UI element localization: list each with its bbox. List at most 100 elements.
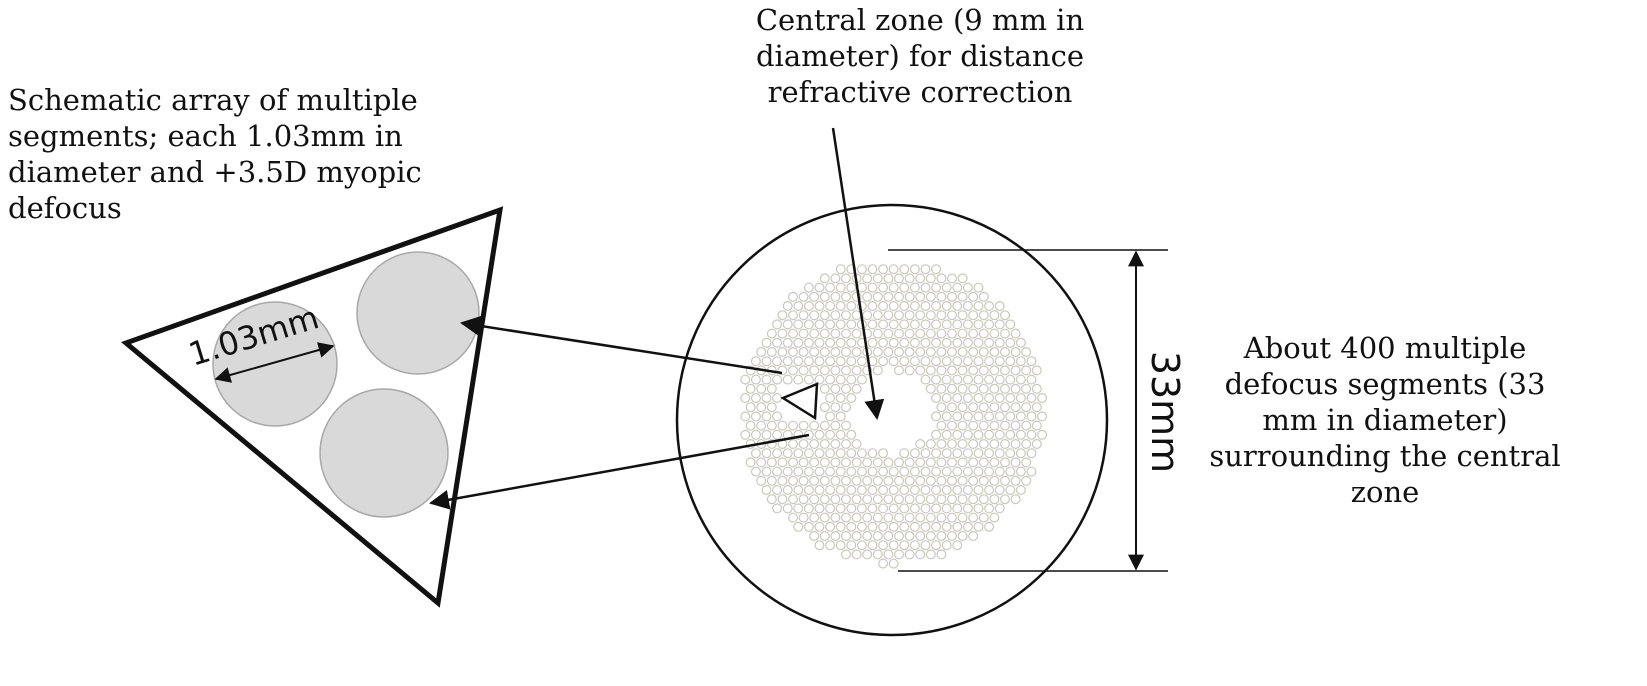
defocus-lenslet <box>883 273 894 284</box>
defocus-lenslet <box>825 356 836 367</box>
defocus-lenslet <box>766 494 777 505</box>
defocus-lenslet <box>793 301 804 312</box>
defocus-lenslet <box>809 310 820 321</box>
defocus-lenslet <box>973 319 984 330</box>
defocus-lenslet <box>946 494 957 505</box>
defocus-lenslet <box>904 310 915 321</box>
defocus-lenslet <box>835 264 846 275</box>
defocus-lenslet <box>915 549 926 560</box>
defocus-lenslet <box>936 494 947 505</box>
defocus-lenslet <box>830 439 841 450</box>
defocus-lenslet <box>809 439 820 450</box>
defocus-lenslet <box>772 319 783 330</box>
defocus-lenslet <box>867 503 878 514</box>
defocus-lenslet <box>814 337 825 348</box>
segment-circle-3 <box>319 388 449 518</box>
defocus-lenslet <box>819 439 830 450</box>
defocus-lenslet <box>803 356 814 367</box>
defocus-lenslet <box>893 328 904 339</box>
defocus-lenslet <box>904 475 915 486</box>
defocus-lenslet <box>809 347 820 358</box>
defocus-lenslet <box>888 301 899 312</box>
defocus-lenslet <box>840 328 851 339</box>
defocus-lenslet <box>1021 439 1032 450</box>
defocus-lenslet <box>1026 374 1037 385</box>
defocus-lenslet <box>867 485 878 496</box>
zone-diameter-label: 33mm <box>1143 351 1187 473</box>
defocus-lenslet <box>909 337 920 348</box>
defocus-lenslet <box>1010 383 1021 394</box>
defocus-lenslet <box>888 540 899 551</box>
defocus-lenslet <box>957 512 968 523</box>
defocus-lenslet <box>962 448 973 459</box>
defocus-lenslet <box>888 485 899 496</box>
defocus-lenslet <box>825 466 836 477</box>
defocus-lenslet <box>925 439 936 450</box>
defocus-lenslet <box>989 420 1000 431</box>
defocus-lenslet <box>978 439 989 450</box>
annotation-line: Central zone (9 mm in <box>755 3 1085 37</box>
defocus-lenslet <box>825 448 836 459</box>
defocus-lenslet <box>777 310 788 321</box>
defocus-lenslet <box>973 393 984 404</box>
defocus-lenslet <box>946 291 957 302</box>
defocus-lenslet <box>840 512 851 523</box>
defocus-lenslet <box>920 466 931 477</box>
defocus-lenslet <box>899 264 910 275</box>
defocus-lenslet <box>872 347 883 358</box>
defocus-lenslet <box>957 365 968 376</box>
defocus-lenslet <box>835 411 846 422</box>
defocus-lenslet <box>798 439 809 450</box>
defocus-lenslet <box>899 301 910 312</box>
defocus-lenslet <box>989 402 1000 413</box>
defocus-lenslet <box>931 337 942 348</box>
defocus-lenslet <box>962 319 973 330</box>
defocus-lenslet <box>936 273 947 284</box>
defocus-lenslet <box>962 393 973 404</box>
defocus-lenslet <box>1021 402 1032 413</box>
defocus-lenslet <box>1005 374 1016 385</box>
defocus-lenslet <box>862 328 873 339</box>
defocus-lenslet <box>941 282 952 293</box>
defocus-lenslet <box>941 540 952 551</box>
defocus-lenslet <box>814 448 825 459</box>
defocus-lenslet <box>999 494 1010 505</box>
defocus-lenslet <box>941 356 952 367</box>
defocus-lenslet <box>984 466 995 477</box>
defocus-lenslet <box>968 530 979 541</box>
defocus-lenslet <box>766 457 777 468</box>
defocus-lenslet <box>893 512 904 523</box>
central-zone-annotation: Central zone (9 mm in diameter) for dist… <box>735 2 1105 110</box>
defocus-lenslet <box>936 549 947 560</box>
defocus-lenslet <box>798 494 809 505</box>
defocus-lenslet <box>973 466 984 477</box>
defocus-lenslet <box>909 282 920 293</box>
defocus-lenslet <box>904 494 915 505</box>
defocus-lenslet <box>862 530 873 541</box>
defocus-lenslet <box>978 402 989 413</box>
defocus-lenslet <box>803 485 814 496</box>
defocus-lenslet <box>899 485 910 496</box>
defocus-lenslet <box>878 337 889 348</box>
defocus-lenslet <box>1037 411 1048 422</box>
defocus-lenslet <box>888 558 899 569</box>
defocus-lenslet <box>989 383 1000 394</box>
defocus-lenslet <box>835 429 846 440</box>
defocus-lenslet <box>862 512 873 523</box>
defocus-lenslet <box>867 319 878 330</box>
defocus-lenslet <box>920 521 931 532</box>
defocus-lenslet <box>999 383 1010 394</box>
defocus-lenslet <box>867 448 878 459</box>
defocus-lenslet <box>999 420 1010 431</box>
defocus-lenslet <box>851 494 862 505</box>
defocus-lenslet <box>835 393 846 404</box>
defocus-lenslet <box>968 402 979 413</box>
defocus-lenslet <box>846 466 857 477</box>
defocus-lenslet <box>1005 429 1016 440</box>
defocus-lenslet <box>999 347 1010 358</box>
magnified-region-marker <box>780 382 819 421</box>
defocus-lenslet <box>1021 365 1032 376</box>
pointer-arrow-lower <box>429 433 810 510</box>
defocus-lenslet <box>809 328 820 339</box>
defocus-lenslet <box>909 521 920 532</box>
